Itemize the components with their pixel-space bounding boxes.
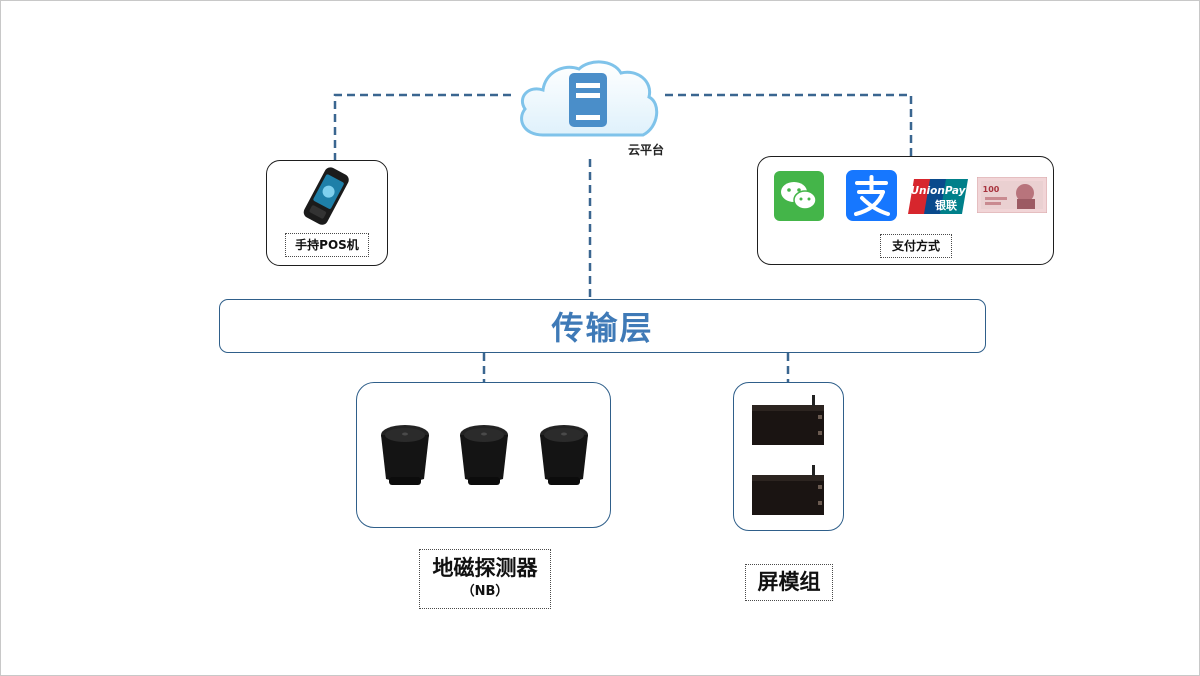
geomagnetic-sensor-icon [381, 425, 429, 485]
svg-text:UnionPay: UnionPay [911, 185, 967, 197]
sensor-box [356, 382, 611, 528]
svg-text:银联: 银联 [935, 198, 957, 212]
line-cloud-to-pos [333, 93, 511, 161]
screen-module-label: 屏模组 [745, 564, 833, 601]
transport-layer-bar: 传输层 [219, 299, 986, 353]
transport-layer-title: 传输层 [551, 309, 654, 347]
cloud-platform-label: 云平台 [628, 143, 665, 157]
sensor-label-box: 地磁探测器 （NB） [419, 549, 551, 609]
payment-label: 支付方式 [880, 234, 952, 258]
unionpay-icon: UnionPay 银联 [908, 177, 968, 216]
wechat-pay-icon [774, 171, 824, 221]
payment-methods-box: UnionPay 银联 100 支付方式 [757, 156, 1054, 265]
cloud-server-icon [513, 57, 663, 141]
screen-module-box [733, 382, 844, 531]
pos-device-box: 手持POS机 [266, 160, 388, 266]
screen-module-icon [752, 465, 824, 515]
alipay-icon [846, 170, 897, 221]
geomagnetic-sensor-icon [460, 425, 508, 485]
sensor-devices [381, 425, 588, 485]
screen-module-icon [752, 395, 824, 445]
screen-modules [752, 395, 824, 515]
pos-label: 手持POS机 [285, 233, 369, 257]
geomagnetic-sensor-icon [540, 425, 588, 485]
svg-text:100: 100 [983, 185, 1000, 194]
cash-rmb-icon: 100 [977, 177, 1047, 213]
pos-terminal-icon [295, 167, 361, 227]
sensor-sublabel: （NB） [461, 584, 509, 599]
line-cloud-to-payment [665, 93, 913, 157]
sensor-label: 地磁探测器 [432, 556, 538, 580]
